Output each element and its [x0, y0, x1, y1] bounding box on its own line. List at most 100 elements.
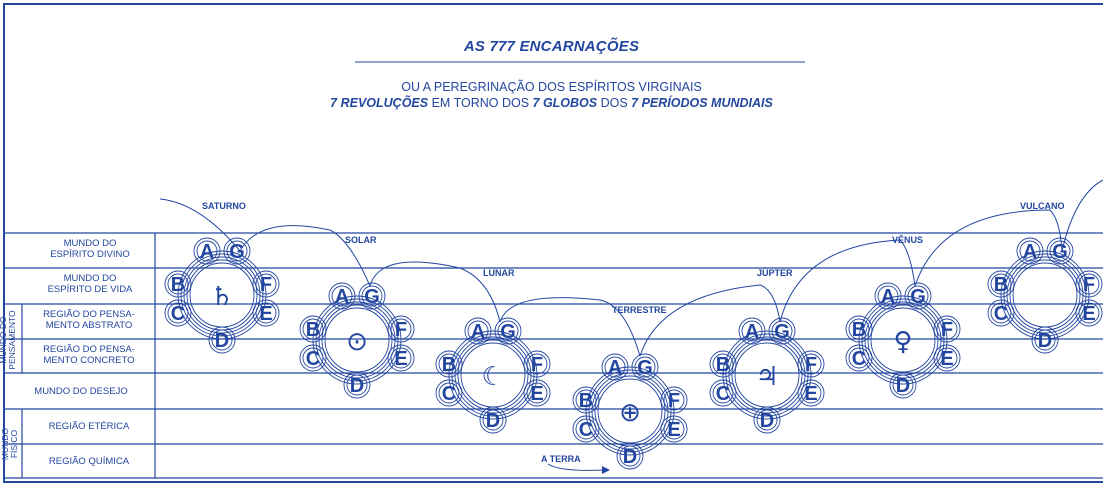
- row-label-concreto-line1: REGIÃO DO PENSA-: [43, 344, 135, 355]
- globe-letter-ring-inner: [467, 320, 489, 342]
- subtitle-part-globes: 7 GLOBOS: [532, 96, 598, 110]
- diagram-title: AS 777 ENCARNAÇÕES: [463, 38, 640, 55]
- row-label-vida-line1: MUNDO DO: [63, 273, 117, 284]
- globe-letter: F: [1083, 274, 1095, 296]
- globe-letter: G: [774, 321, 790, 343]
- globe-letter: B: [994, 274, 1008, 296]
- globe-letter-ring-inner: [167, 302, 189, 324]
- globe-letter-ring-inner: [526, 382, 548, 404]
- globe-ring: [180, 253, 264, 337]
- diagram-subtitle-1: OU A PEREGRINAÇÃO DOS ESPÍRITOS VIRGINAI…: [401, 80, 702, 94]
- globe-letter-ring: [464, 317, 492, 345]
- globe-letter-ring-inner: [712, 353, 734, 375]
- globe-letter: A: [471, 321, 485, 343]
- globe-letter-ring: [1046, 237, 1074, 265]
- globe-letter-ring: [387, 315, 415, 343]
- globe-letter: C: [579, 419, 593, 441]
- globe-letter: D: [1038, 330, 1052, 352]
- globe-ring: [858, 295, 948, 385]
- globe-letter: A: [608, 357, 622, 379]
- globe-letter-ring-inner: [1019, 240, 1041, 262]
- globe-letter-ring: [889, 371, 917, 399]
- globe-letter: F: [260, 274, 272, 296]
- connector-curve: [159, 198, 241, 252]
- globe-letter: G: [910, 286, 926, 308]
- period-name: JÚPTER: [757, 267, 793, 278]
- globe-letter-ring: [616, 442, 644, 470]
- globe-letter: C: [716, 383, 730, 405]
- globe-letter-ring-inner: [619, 445, 641, 467]
- globe-ring: [177, 250, 267, 340]
- globe-letter: B: [852, 319, 866, 341]
- period-name: SATURNO: [202, 201, 246, 211]
- globe-letter: E: [804, 383, 817, 405]
- row-label-abstrato-line2: MENTO ABSTRATO: [45, 320, 133, 331]
- globe-letter-ring: [601, 353, 629, 381]
- period-name: VULCANO: [1020, 201, 1065, 211]
- globe-letter: E: [530, 383, 543, 405]
- subtitle-part-dos: DOS: [597, 96, 632, 110]
- globe-ring: [591, 372, 669, 450]
- group-label-pensamento-line2: PENSAMENTO: [7, 310, 17, 370]
- period-name: LUNAR: [483, 268, 515, 278]
- globe-letter-ring-inner: [390, 347, 412, 369]
- row-label-quimica: REGIÃO QUÍMICA: [26, 456, 152, 467]
- globe-letter: E: [394, 348, 407, 370]
- globe-letter-ring: [479, 406, 507, 434]
- group-label-pensamento: MUNDO DO PENSAMENTO: [0, 310, 19, 370]
- globe-letter: G: [1052, 241, 1068, 263]
- period-name: VÊNUS: [892, 234, 923, 245]
- globe-letter-ring-inner: [907, 285, 929, 307]
- connector-curve: [639, 284, 781, 357]
- globe-letter-ring: [223, 237, 251, 265]
- subtitle-part-periods: 7 PERÍODOS MUNDIAIS: [631, 96, 773, 110]
- globe-ring: [448, 330, 538, 420]
- row-label-abstrato-line1: REGIÃO DO PENSA-: [43, 309, 135, 320]
- globe-letter: D: [486, 410, 500, 432]
- subtitle-part-em-torno: EM TORNO DOS: [428, 96, 533, 110]
- globe-letter-ring-inner: [346, 374, 368, 396]
- globe-letter-ring-inner: [936, 318, 958, 340]
- globe-letter-ring-inner: [438, 382, 460, 404]
- globe-letter-ring-inner: [302, 318, 324, 340]
- globe-letter: E: [259, 303, 272, 325]
- globe-letter-ring: [1016, 237, 1044, 265]
- globe-letter-ring: [358, 282, 386, 310]
- group-label-fisico: MUNDO FÍSICO: [0, 424, 21, 464]
- globe-letter-ring: [193, 237, 221, 265]
- globe-letter-ring-inner: [663, 389, 685, 411]
- row-label-divino-line1: MUNDO DO: [63, 238, 117, 249]
- label-column: [21, 233, 156, 478]
- globe-letter-ring: [299, 344, 327, 372]
- planet-symbol: ♀: [893, 327, 912, 357]
- row-label-concreto-line2: MENTO CONCRETO: [43, 355, 135, 366]
- connector-curve: [499, 297, 641, 357]
- globe-ring: [588, 369, 672, 453]
- globe-letter-ring: [660, 415, 688, 443]
- globe-letter-ring: [164, 299, 192, 327]
- globe-letter-ring-inner: [771, 320, 793, 342]
- globe-letter-ring-inner: [604, 356, 626, 378]
- globe-letter-ring: [494, 317, 522, 345]
- globe-letter-ring-inner: [167, 273, 189, 295]
- globe-letter-ring-inner: [1049, 240, 1071, 262]
- globe-letter-ring-inner: [892, 374, 914, 396]
- globe-letter: B: [171, 274, 185, 296]
- globe-letter-ring-inner: [255, 302, 277, 324]
- globe-ring: [315, 298, 399, 382]
- globe-ring: [725, 333, 809, 417]
- row-label-vida-line2: ESPÍRITO DE VIDA: [47, 284, 133, 295]
- globe-letter-ring: [387, 344, 415, 372]
- connector-curve: [779, 239, 916, 323]
- connector-curve: [369, 261, 501, 323]
- globe-letter-ring: [874, 282, 902, 310]
- globe-letter: E: [1082, 303, 1095, 325]
- row-label-quimica-line1: REGIÃO QUÍMICA: [48, 456, 130, 467]
- globe-letter: G: [500, 321, 516, 343]
- globe-letter: C: [171, 303, 185, 325]
- globe-letter-ring-inner: [497, 320, 519, 342]
